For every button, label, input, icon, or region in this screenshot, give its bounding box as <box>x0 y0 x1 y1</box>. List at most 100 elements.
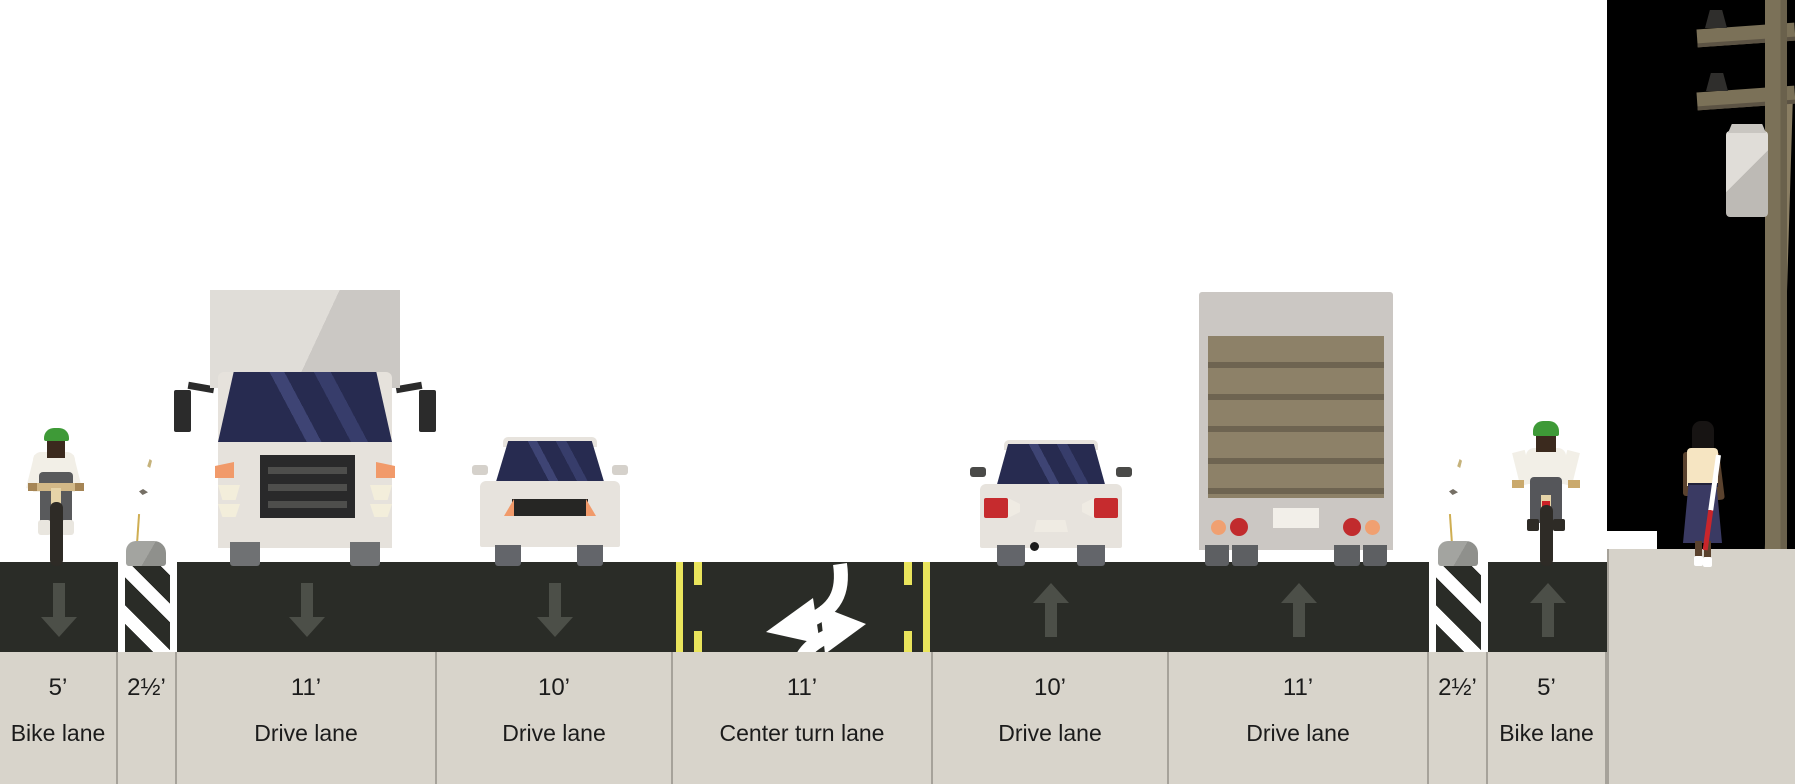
truck-windshield <box>218 372 392 442</box>
bike-handlebar-grip <box>1512 480 1524 488</box>
car-license-area <box>1034 520 1068 532</box>
sidewalk <box>1607 549 1795 784</box>
cyclist-leg <box>1551 493 1562 523</box>
truck-signal <box>376 462 395 478</box>
segment-label-drive-lane-3: 10’Drive lane <box>933 652 1169 784</box>
segment-type-name: Drive lane <box>254 720 358 746</box>
truck-door-slat <box>1208 362 1384 368</box>
arrow-shaft <box>1293 603 1305 637</box>
segment-label-center-turn-lane: 11’ Center turn lane <box>673 652 933 784</box>
truck-wheel <box>1363 545 1387 566</box>
rock <box>1438 541 1478 566</box>
truck-grille-slat <box>268 501 347 508</box>
arrow-head <box>289 617 325 637</box>
truck-rollup-door <box>1208 336 1384 498</box>
arrow-head <box>1033 583 1069 603</box>
plant-speck <box>139 489 148 495</box>
cyclist-shoe <box>1553 519 1565 531</box>
pedestrian-leg <box>1695 541 1702 559</box>
segment-width-value: 10’ <box>537 674 571 701</box>
pedestrian-shoe <box>1694 556 1703 566</box>
truck-headlight <box>370 504 392 517</box>
truck-taillight-red <box>1343 518 1361 536</box>
truck-signal <box>215 462 234 478</box>
segment-width-value: 5’ <box>48 674 68 701</box>
truck-license-plate <box>1273 508 1319 528</box>
arrow-head <box>1281 583 1317 603</box>
yellow-solid-line <box>923 562 930 652</box>
cyclist-head <box>47 438 65 458</box>
transformer-box <box>1726 131 1768 217</box>
yellow-dashed-line <box>904 562 912 652</box>
segment-type-name: Bike lane <box>10 720 106 746</box>
arrow-shaft <box>549 583 561 617</box>
truck-taillight-orange <box>1365 520 1380 535</box>
segment-width-value: 5’ <box>1537 674 1556 701</box>
truck-headlight <box>370 485 392 500</box>
truck-door-slat <box>1208 394 1384 400</box>
truck-grille-slat <box>268 484 347 491</box>
buffer-stripes <box>118 562 177 652</box>
car-wheel <box>495 545 521 566</box>
cyclist-leg <box>40 486 51 524</box>
truck-wheel <box>1232 545 1258 566</box>
segment-label-buffer-right: 2½’ <box>1429 652 1488 784</box>
cyclist-leg <box>61 486 72 524</box>
segment-label-bike-lane-left: 5’ Bike lane <box>0 652 118 784</box>
rock <box>126 541 166 566</box>
segment-type-name: Center turn lane <box>719 720 885 746</box>
car-mirror <box>472 465 488 475</box>
bike-rear-wheel <box>1540 505 1553 566</box>
bike-front-wheel <box>50 502 63 566</box>
arrow-head <box>537 617 573 637</box>
truck-taillight-red <box>1230 518 1248 536</box>
pole-mast <box>1765 0 1787 549</box>
truck-door-slat <box>1208 458 1384 464</box>
car-rear-window <box>996 444 1106 488</box>
pedestrian-shoe <box>1703 557 1712 567</box>
cyclist-shoe <box>1527 519 1539 531</box>
bike-handlebar-grip <box>1568 480 1580 488</box>
insulator-icon <box>1705 10 1727 28</box>
car-taillight <box>984 498 1008 518</box>
car-wheel <box>997 545 1025 566</box>
segment-width-value: 11’ <box>290 674 322 701</box>
truck-mirror <box>174 390 191 432</box>
segment-label-drive-lane-1: 11’ Drive lane <box>177 652 437 784</box>
arrow-shaft <box>301 583 313 617</box>
truck-grille-slat <box>268 467 347 474</box>
car-wheel <box>1077 545 1105 566</box>
lane-direction-arrow-icon <box>289 583 325 637</box>
car-taillight-inner <box>1082 498 1094 518</box>
yellow-dashed-line <box>694 562 702 652</box>
car-front <box>472 437 628 566</box>
truck-wheel <box>230 542 260 566</box>
truck-cargo-box <box>210 290 400 388</box>
yellow-solid-line <box>676 562 683 652</box>
plant-speck <box>1457 459 1462 468</box>
segment-type-name: Drive lane <box>502 720 606 746</box>
car-rear <box>970 440 1132 566</box>
bike-helmet <box>1533 421 1559 436</box>
lane-direction-arrow-icon <box>1529 583 1566 637</box>
car-mirror <box>612 465 628 475</box>
lane-direction-arrow-icon <box>1033 583 1069 637</box>
cyclist-front <box>0 428 120 566</box>
car-wheel <box>577 545 603 566</box>
segment-width-value: 2½’ <box>127 674 166 701</box>
car-mirror <box>970 467 986 477</box>
segment-label-bike-lane-right: 5’ Bike lane <box>1488 652 1607 784</box>
car-taillight-inner <box>1008 498 1020 518</box>
box-truck-rear <box>1199 292 1393 566</box>
segment-width-value: 11’ <box>786 674 818 701</box>
plant-speck <box>147 459 152 468</box>
truck-door-slat <box>1208 426 1384 432</box>
car-exhaust <box>1030 542 1039 551</box>
segment-type-name: Bike lane <box>1499 720 1594 746</box>
car-grille-corner <box>586 499 596 516</box>
pedestrian-skirt <box>1683 485 1722 543</box>
truck-mirror <box>419 390 436 432</box>
cyclist-head <box>1536 434 1556 452</box>
box-truck-front <box>174 290 436 566</box>
